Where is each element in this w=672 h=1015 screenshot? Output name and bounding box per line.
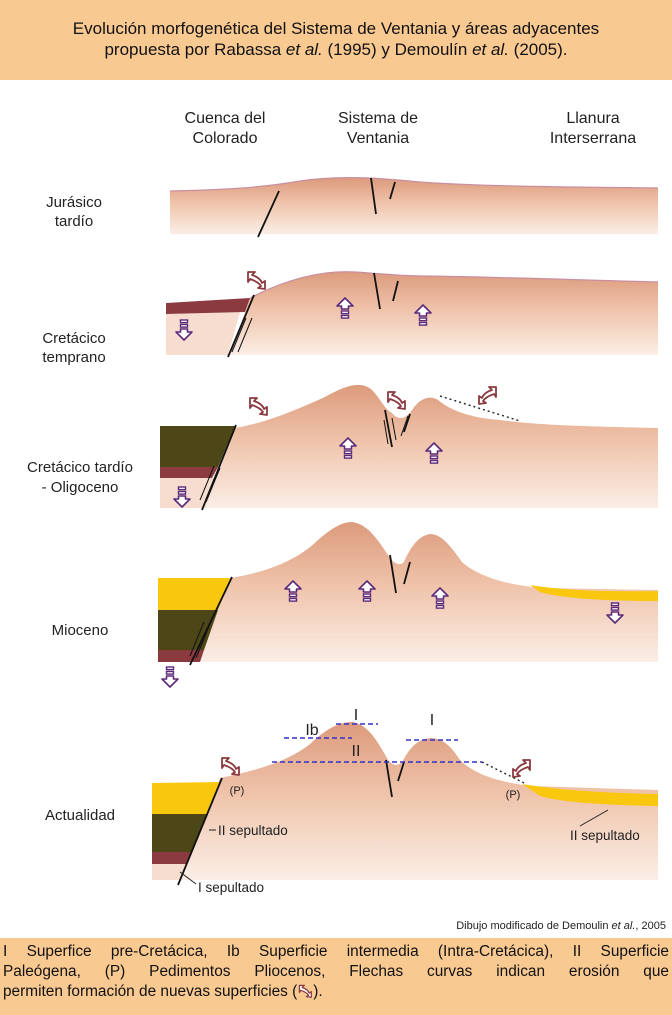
subsidence-arrow-icon [162, 667, 178, 687]
column-header-ventania: Ventania [347, 130, 409, 147]
stage-label-cretacico-temprano: temprano [42, 349, 105, 366]
title-line-2-part: (1995) y Demoulín [323, 40, 472, 59]
title-et-al: et al. [472, 40, 509, 59]
stage-label-cretacico-temprano: Cretácico [42, 330, 105, 347]
credit-part: , 2005 [635, 920, 666, 932]
erosion-curved-arrow-icon [250, 398, 267, 415]
legend-line-2: Paleógena, (P) Pedimentos Pliocenos, Fle… [3, 962, 669, 981]
stage-label-mioceno: Mioceno [52, 622, 109, 639]
title-line-2-part: propuesta por Rabassa [104, 40, 285, 59]
credit-et-al: et al. [612, 920, 636, 932]
credit-part: Dibujo modificado de Demoulin [456, 920, 611, 932]
pediment-label: (P) [506, 789, 521, 801]
title-band: Evolución morfogenética del Sistema de V… [0, 0, 672, 80]
stage-label-actualidad: Actualidad [45, 807, 115, 824]
surface-label-I: I [430, 712, 434, 729]
label-II-sepultado-right: II sepultado [570, 828, 640, 843]
credit-note: Dibujo modificado de Demoulin et al., 20… [456, 920, 666, 932]
legend-line-1: I Superfice pre-Cretácica, Ib Superficie… [3, 942, 669, 961]
erosion-curved-arrow-icon [248, 272, 265, 289]
title-line-2-part: (2005). [509, 40, 568, 59]
title-et-al: et al. [286, 40, 323, 59]
terrain-stage-1 [170, 178, 658, 234]
erosion-curved-arrow-icon [513, 760, 530, 777]
title-line-1: Evolución morfogenética del Sistema de V… [0, 0, 672, 39]
column-header-cuenca: Colorado [193, 130, 258, 147]
stage-label-cretacico-tardio: - Oligoceno [42, 479, 119, 496]
column-header-cuenca: Cuenca del [185, 110, 266, 127]
column-header-ventania: Sistema de [338, 110, 418, 127]
legend-line-3: permiten formación de nuevas superficies… [3, 982, 669, 1001]
stage-label-jurasico: Jurásico [46, 194, 102, 211]
label-I-sepultado: I sepultado [198, 880, 264, 895]
stage-label-cretacico-tardio: Cretácico tardío [27, 459, 133, 476]
erosion-curved-arrow-icon [222, 758, 239, 775]
column-header-llanura: Interserrana [550, 130, 636, 147]
curved-arrow-icon [297, 984, 313, 998]
legend-band: I Superfice pre-Cretácica, Ib Superficie… [0, 938, 672, 1015]
terrain-stage-2 [230, 272, 658, 355]
sediment-layer-red [166, 298, 250, 314]
pediment-label: (P) [230, 785, 245, 797]
surface-label-II: II [352, 743, 361, 760]
surface-label-I: I [354, 707, 358, 724]
erosion-curved-arrow-icon [388, 392, 405, 409]
legend-line-3-end: ). [313, 983, 322, 1000]
label-II-sepultado-left: II sepultado [218, 823, 288, 838]
cross-section-diagram: Cuenca del Colorado Sistema de Ventania … [0, 80, 672, 940]
erosion-curved-arrow-icon [479, 387, 496, 404]
title-line-2: propuesta por Rabassa et al. (1995) y De… [0, 39, 672, 60]
stage-label-jurasico: tardío [55, 213, 93, 230]
surface-label-Ib: Ib [305, 722, 318, 739]
sediment-layer-red [152, 852, 192, 864]
legend-line-3-text: permiten formación de nuevas superficies… [3, 983, 297, 1000]
column-header-llanura: Llanura [566, 110, 619, 127]
